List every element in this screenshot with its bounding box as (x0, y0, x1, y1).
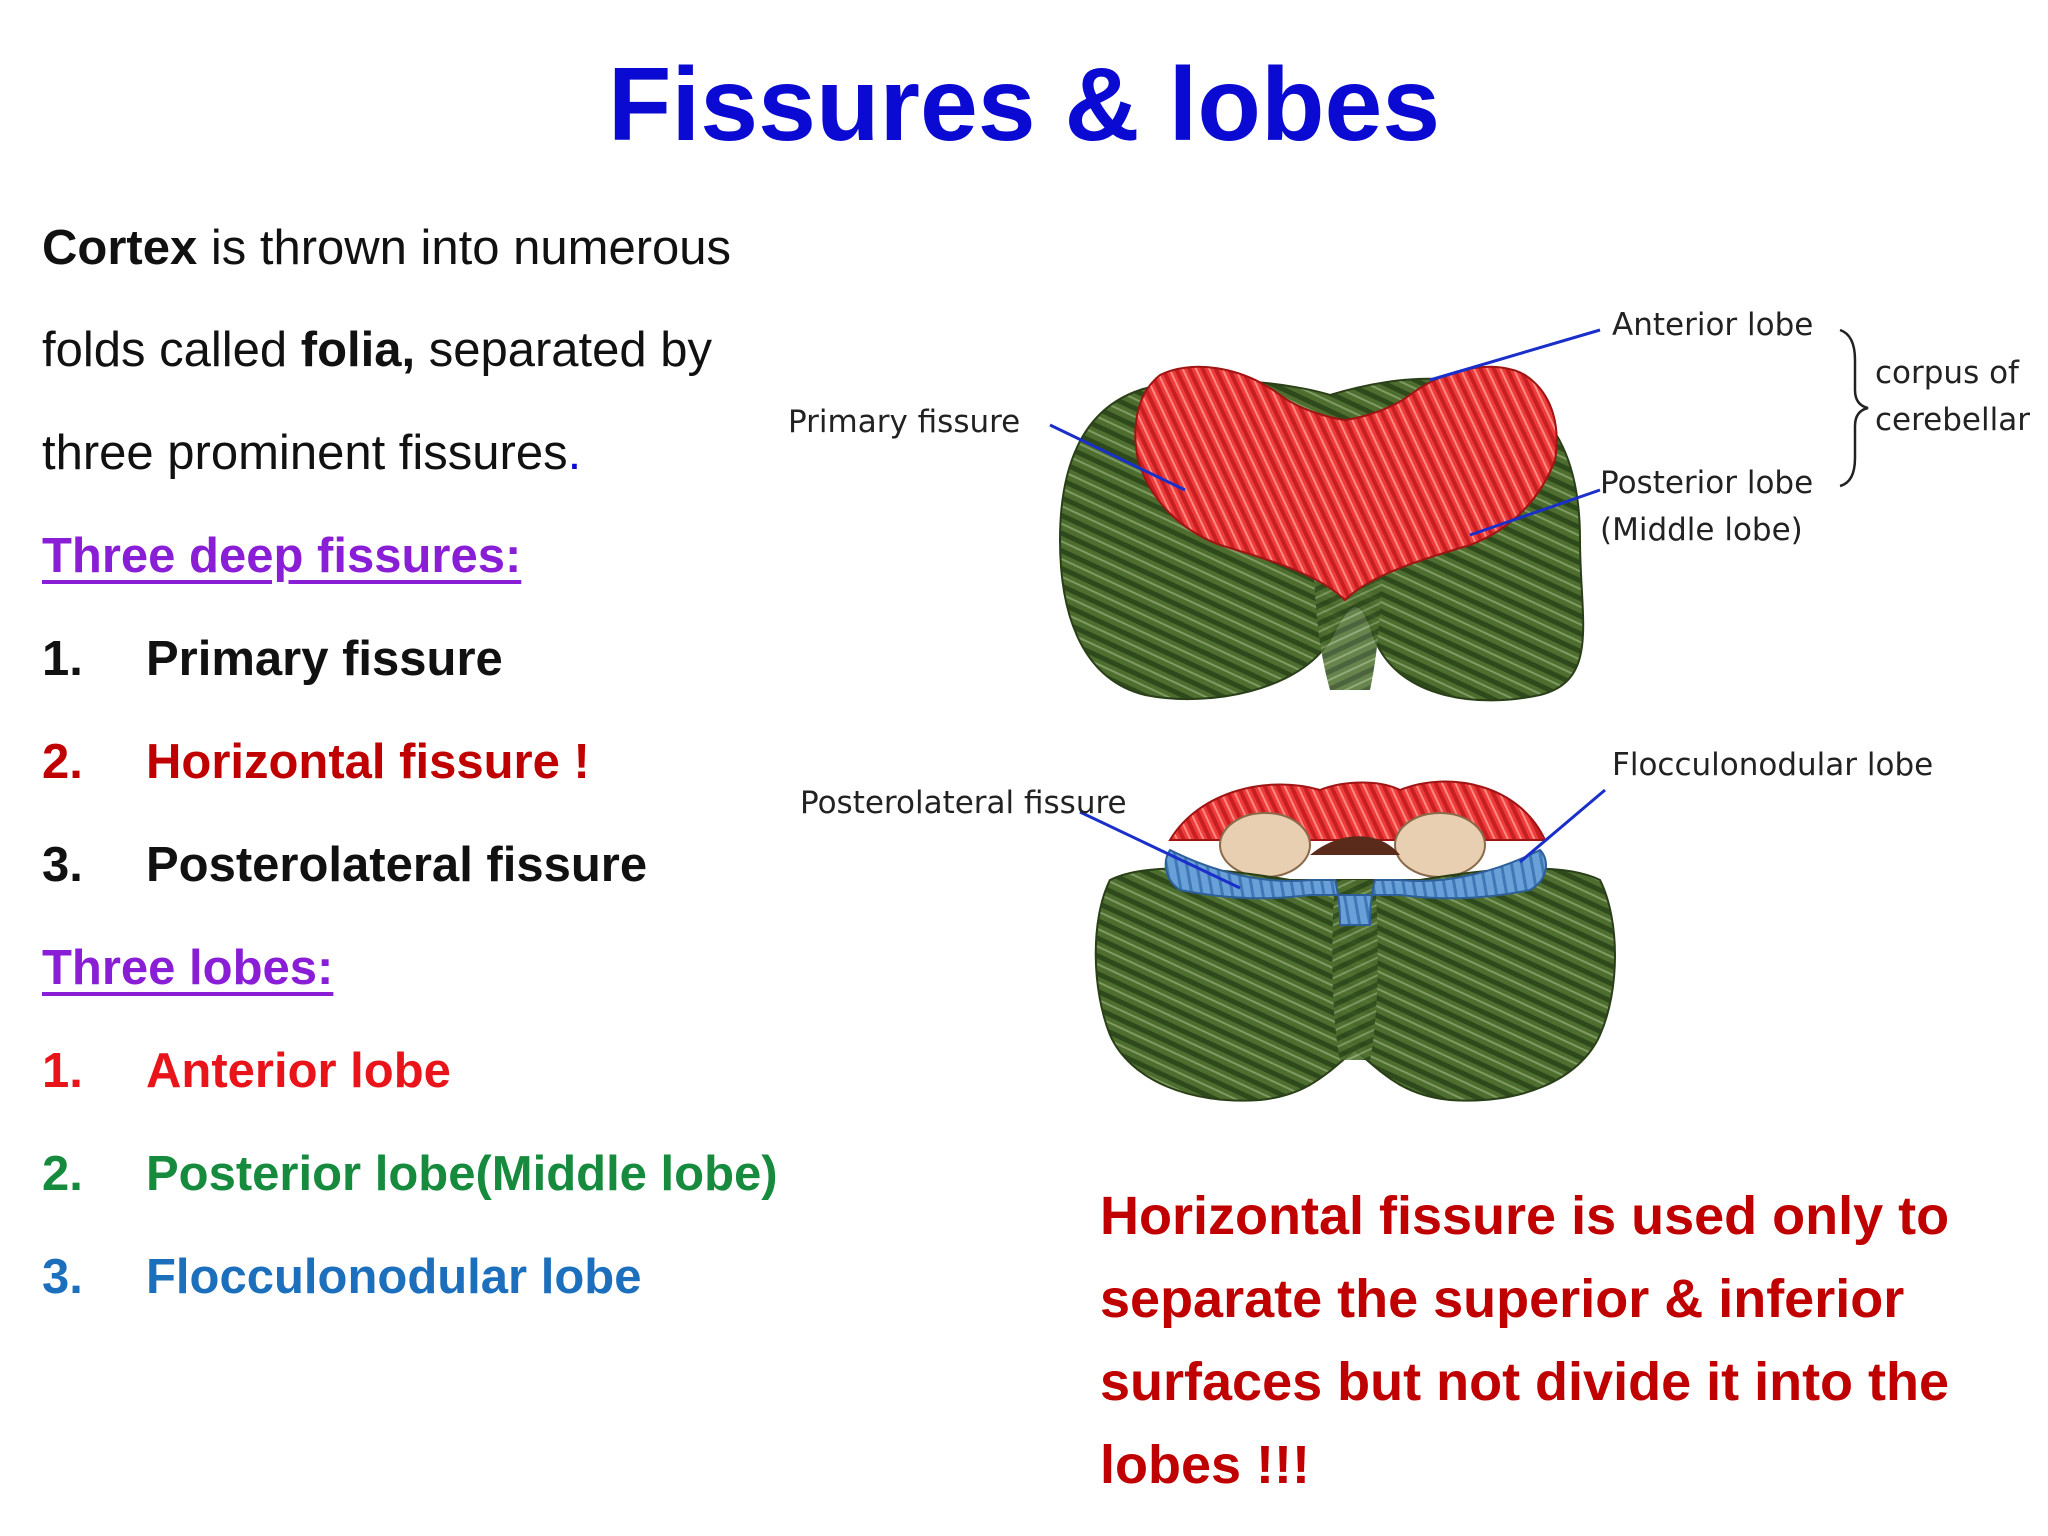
fissure-item-label: Posterolateral fissure (146, 838, 648, 892)
anterior-lobe-leader (1429, 328, 1601, 382)
label-posterior-line2: (Middle lobe) (1600, 512, 1803, 548)
inferior-surface-illustration (1094, 780, 1616, 1102)
posterolateral-fissure-leader (1079, 810, 1241, 890)
lobe-item-flocculonodular: 3. Flocculonodular lobe (42, 1247, 641, 1307)
lobe-item-anterior: 1. Anterior lobe (42, 1041, 451, 1101)
superior-surface-illustration (1058, 365, 1585, 702)
anterior-lobe-shape (1134, 365, 1558, 602)
fissure-item-posterolateral: 3. Posterolateral fissure (42, 835, 647, 895)
lobe-item-label: Anterior lobe (146, 1044, 451, 1098)
lobes-heading: Three lobes: (42, 941, 334, 995)
label-primary-fissure: Primary fissure (788, 404, 1020, 440)
page-title: Fissures & lobes (607, 47, 1441, 163)
lobe-item-num: 2. (42, 1147, 83, 1201)
primary-fissure-leader (1049, 423, 1186, 492)
intro-line-2-rest: separated by (415, 323, 713, 377)
tonsil-left (1219, 812, 1311, 878)
fissure-item-label: Horizontal fissure ! (146, 735, 590, 789)
label-posterolateral-fissure: Posterolateral fissure (800, 785, 1127, 821)
flocculonodular-lobe-leader (1519, 788, 1606, 864)
intro-line-3-dot: . (567, 426, 582, 480)
lobe-item-label: Posterior lobe(Middle lobe) (146, 1147, 778, 1201)
fissures-heading: Three deep fissures: (42, 529, 522, 583)
label-anterior-lobe: Anterior lobe (1612, 307, 1813, 343)
fissure-item-primary: 1. Primary fissure (42, 629, 503, 689)
corpus-brace (1839, 328, 1869, 488)
lobe-item-num: 3. (42, 1250, 83, 1304)
intro-line-2-pre: folds called (42, 323, 301, 377)
intro-line-3: three prominent fissures. (42, 423, 581, 483)
intro-folia: folia, (300, 323, 416, 377)
fourth-ventricle (1310, 836, 1400, 855)
label-flocculonodular-lobe: Flocculonodular lobe (1612, 747, 1933, 783)
intro-line-2: folds called folia, separated by (42, 320, 712, 380)
intro-line-1-text: is thrown into numerous (197, 221, 732, 275)
fissure-item-label: Primary fissure (146, 632, 503, 686)
label-posterior-line1: Posterior lobe (1600, 465, 1813, 501)
fissure-item-num: 2. (42, 735, 83, 789)
tonsil-right (1394, 812, 1486, 878)
label-corpus-line1: corpus of (1875, 355, 2020, 391)
intro-line-3-text: three prominent fissures (42, 426, 568, 480)
lobe-item-num: 1. (42, 1044, 83, 1098)
fissure-item-num: 3. (42, 838, 83, 892)
intro-cortex: Cortex (42, 221, 198, 275)
label-corpus-line2: cerebellar (1875, 402, 2030, 438)
fissure-item-num: 1. (42, 632, 83, 686)
lobe-item-posterior: 2. Posterior lobe(Middle lobe) (42, 1144, 778, 1204)
posterior-lobe-leader (1469, 488, 1601, 537)
fissure-item-horizontal: 2. Horizontal fissure ! (42, 732, 590, 792)
horizontal-fissure-note: Horizontal fissure is used only to separ… (1100, 1186, 1950, 1495)
intro-line-1: Cortex is thrown into numerous (42, 218, 731, 278)
lobe-item-label: Flocculonodular lobe (146, 1250, 642, 1304)
